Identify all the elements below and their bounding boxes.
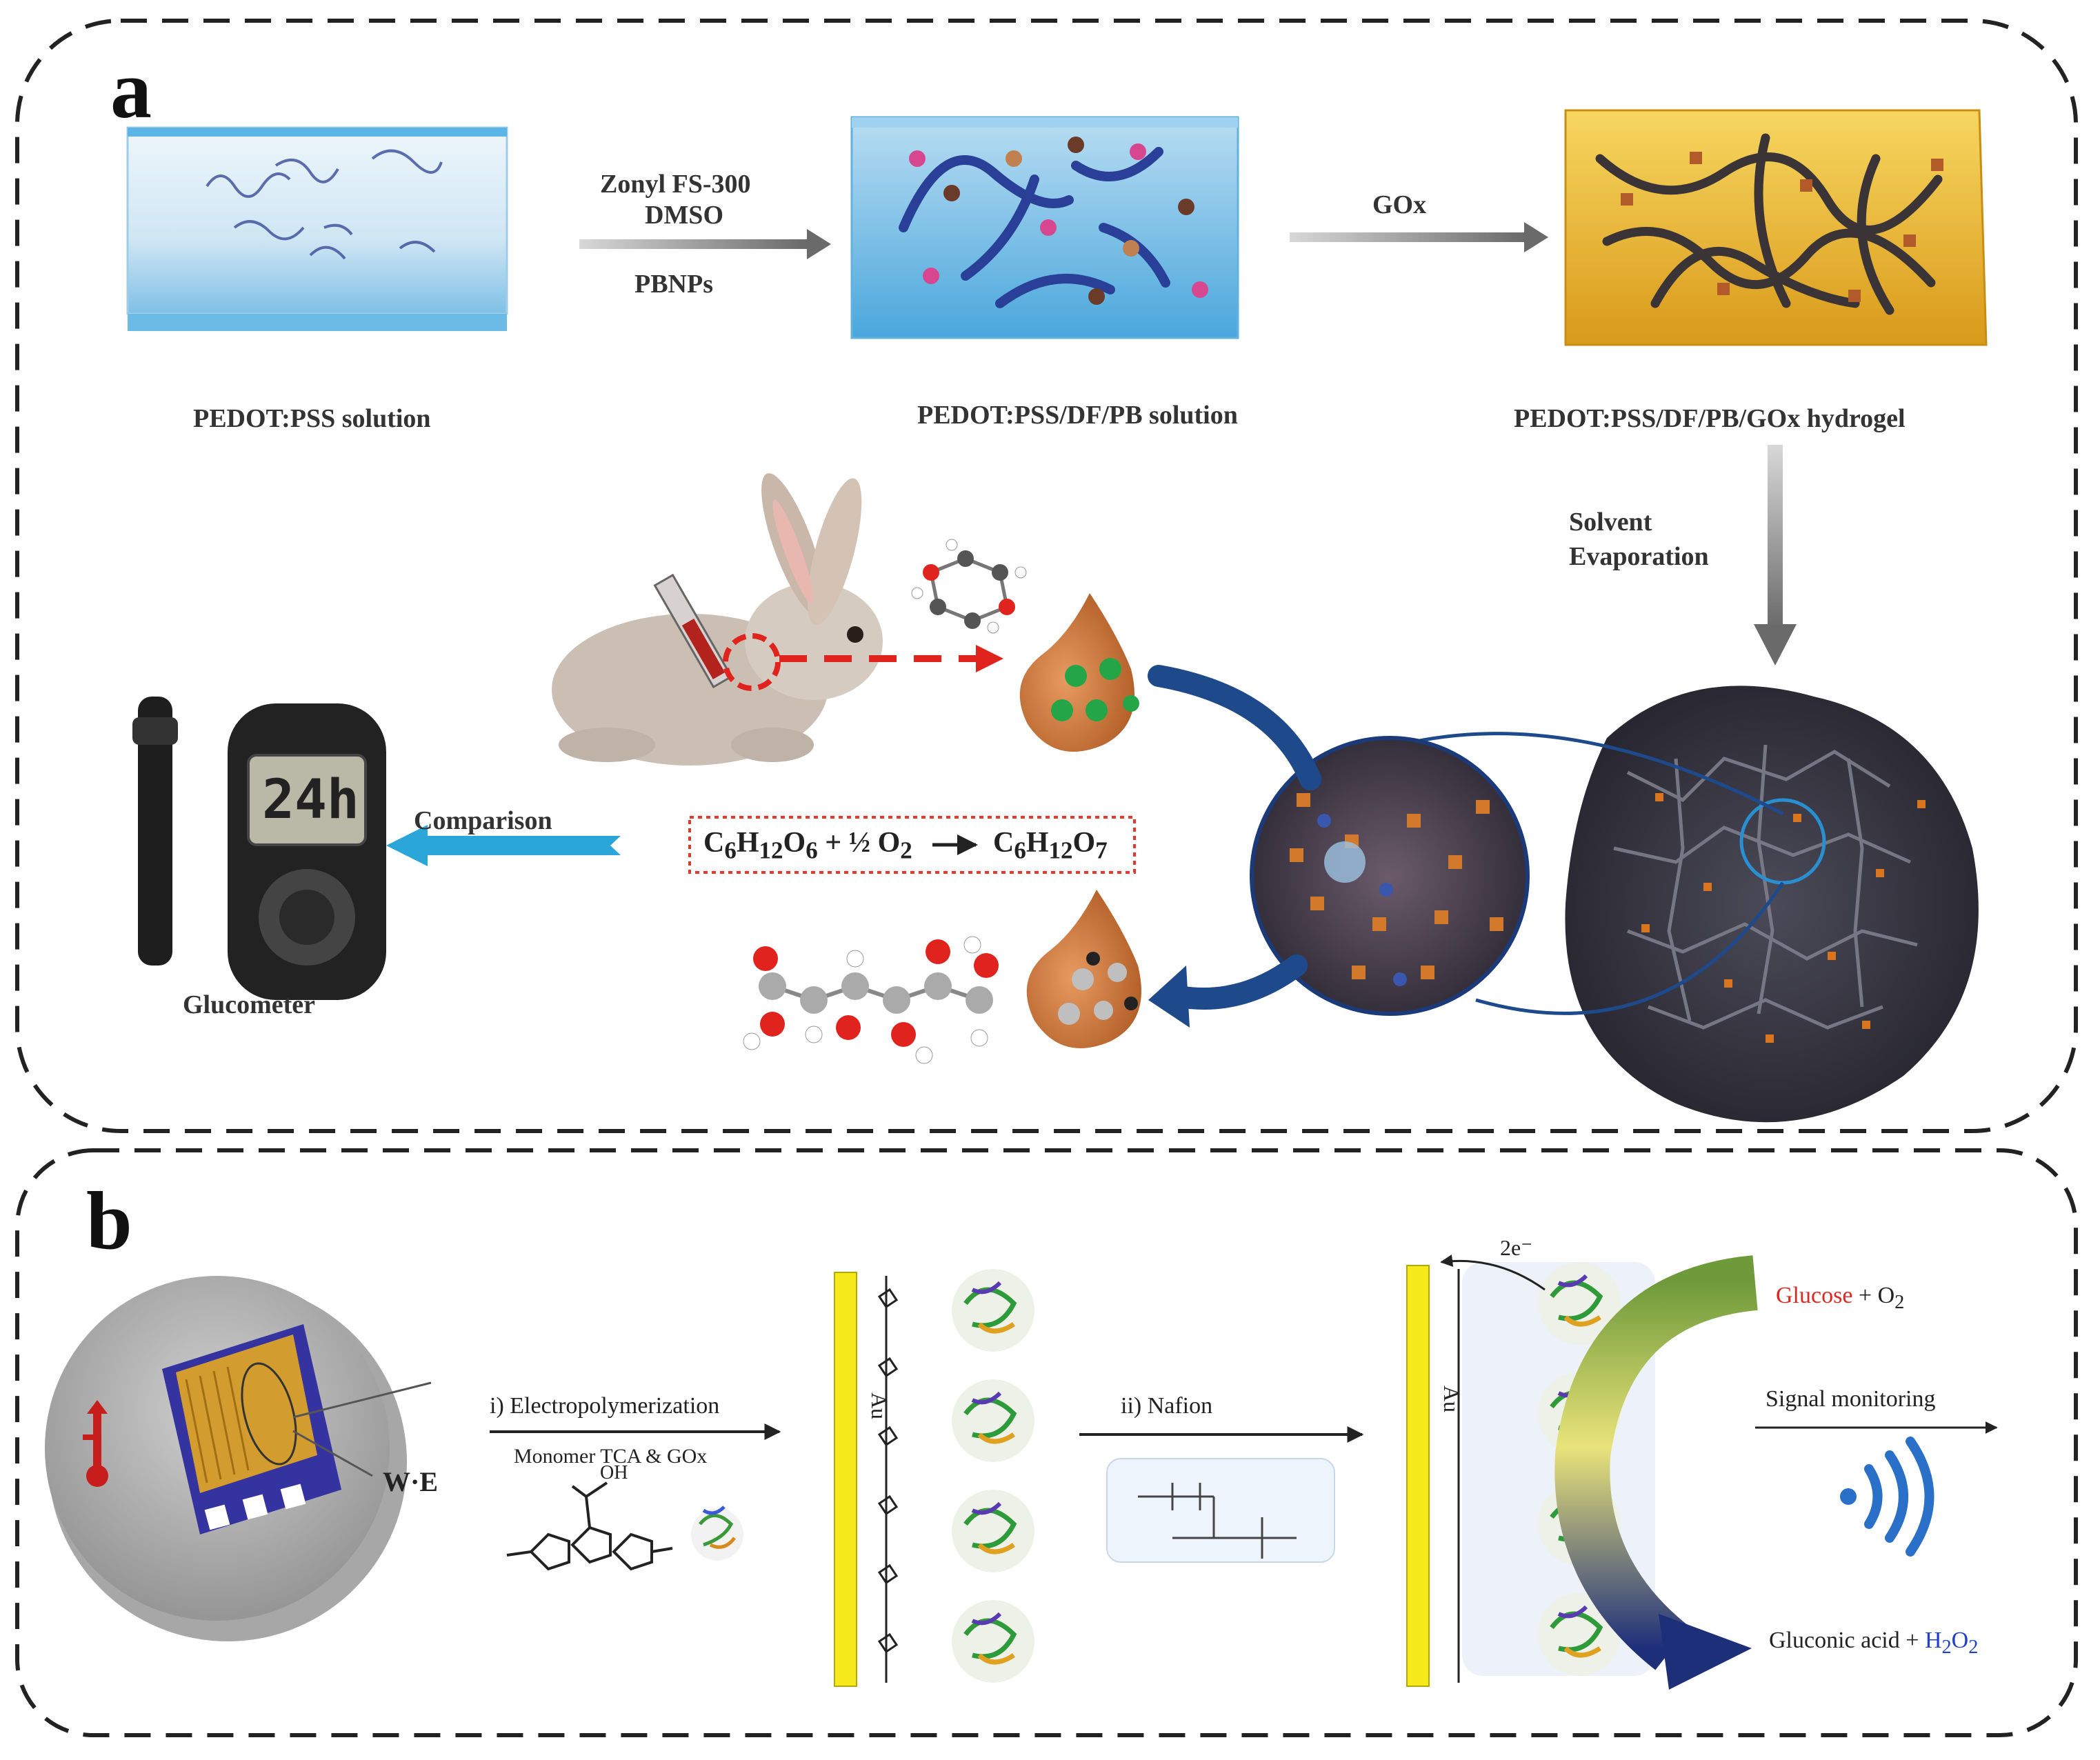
arrow-step-2 xyxy=(1290,222,1548,252)
box1-label: PEDOT:PSS solution xyxy=(193,404,431,433)
syringe xyxy=(653,573,733,689)
curved-arrow-bottom xyxy=(1148,954,1308,1028)
injection-target xyxy=(723,633,1003,691)
curved-arrow-top xyxy=(1148,665,1321,790)
electron-label: 2e⁻ xyxy=(1500,1235,1533,1260)
reaction-equation: C6H12O6 + ½ O2 xyxy=(703,827,912,864)
we-label: W·E xyxy=(383,1466,439,1497)
reaction-curve-arrow xyxy=(1554,1255,1759,1690)
nanoparticles-3 xyxy=(1621,152,1943,302)
evaporation-label: Evaporation xyxy=(1569,542,1709,571)
porous-sponge xyxy=(1565,686,1979,1123)
rabbit xyxy=(552,473,883,766)
h2o2: H2O2 xyxy=(1924,1628,1979,1658)
step-i-label: i) Electropolymerization xyxy=(490,1393,720,1419)
reagent-gox: GOx xyxy=(1372,190,1427,219)
electrode-stack-1 xyxy=(834,1269,1034,1687)
glucose-label: Glucose + O2 xyxy=(1776,1283,1905,1313)
reaction-product: C6H12O7 xyxy=(993,827,1108,864)
reaction-box xyxy=(688,816,1136,874)
box3-label: PEDOT:PSS/DF/PB/GOx hydrogel xyxy=(1514,404,1906,433)
polymer-network-3 xyxy=(1595,133,1943,315)
blood-drop-2 xyxy=(1026,890,1141,1048)
panel-b-border xyxy=(15,1148,2078,1737)
box2-label: PEDOT:PSS/DF/PB solution xyxy=(917,401,1238,430)
polymer-coils-1 xyxy=(206,149,443,260)
electrode-disc xyxy=(45,1276,432,1641)
step-i-sub: Monomer TCA & GOx xyxy=(514,1445,708,1468)
glucose-molecule xyxy=(911,539,1027,634)
nafion-structure xyxy=(1106,1458,1335,1563)
gel-box-1 xyxy=(126,126,508,331)
au-label-1: Au xyxy=(867,1392,892,1420)
usb-icon xyxy=(83,1400,108,1487)
panel-a-letter: a xyxy=(110,43,152,135)
oh-label: OH xyxy=(600,1462,628,1483)
reagent-zonyl: Zonyl FS-300 xyxy=(600,170,751,199)
comparison-arrow xyxy=(386,825,621,866)
reagent-dmso: DMSO xyxy=(645,201,723,230)
gel-box-3 xyxy=(1564,109,1988,346)
glucose-word: Glucose xyxy=(1776,1283,1853,1308)
lancet-pen xyxy=(132,697,178,966)
gel-box-2 xyxy=(850,116,1239,339)
nanoparticles-2 xyxy=(909,137,1208,305)
solvent-label: Solvent xyxy=(1569,508,1652,537)
polymer-chains-2 xyxy=(899,147,1170,308)
product-label: Gluconic acid + H2O2 xyxy=(1769,1628,1979,1658)
zoom-circle xyxy=(1250,736,1530,1016)
gluconic-acid-molecule xyxy=(743,936,999,1064)
au-label-2: Au xyxy=(1439,1385,1465,1413)
gox-enzymes-1 xyxy=(952,1269,1034,1683)
blood-drop-1 xyxy=(1019,593,1139,752)
signal-label: Signal monitoring xyxy=(1766,1386,1936,1412)
glucometer-device xyxy=(228,703,386,1000)
comparison-label: Comparison xyxy=(414,806,552,835)
electron-transfer-arrow xyxy=(1440,1254,1546,1291)
gox-enzyme-small xyxy=(691,1506,743,1561)
tca-monomer xyxy=(506,1481,673,1571)
panel-b-letter: b xyxy=(86,1174,132,1266)
zoom-connectors xyxy=(1399,732,1785,1015)
reagent-pbnps: PBNPs xyxy=(634,270,713,299)
arrow-solvent-evaporation xyxy=(1754,445,1797,666)
step-ii-label: ii) Nafion xyxy=(1121,1393,1213,1419)
glucometer-label: Glucometer xyxy=(183,990,316,1019)
panel-a-border xyxy=(15,19,2078,1133)
wireless-signal-icon xyxy=(1840,1437,1934,1557)
arrow-step-1 xyxy=(579,229,831,259)
glucometer-display: 24h xyxy=(262,769,359,831)
